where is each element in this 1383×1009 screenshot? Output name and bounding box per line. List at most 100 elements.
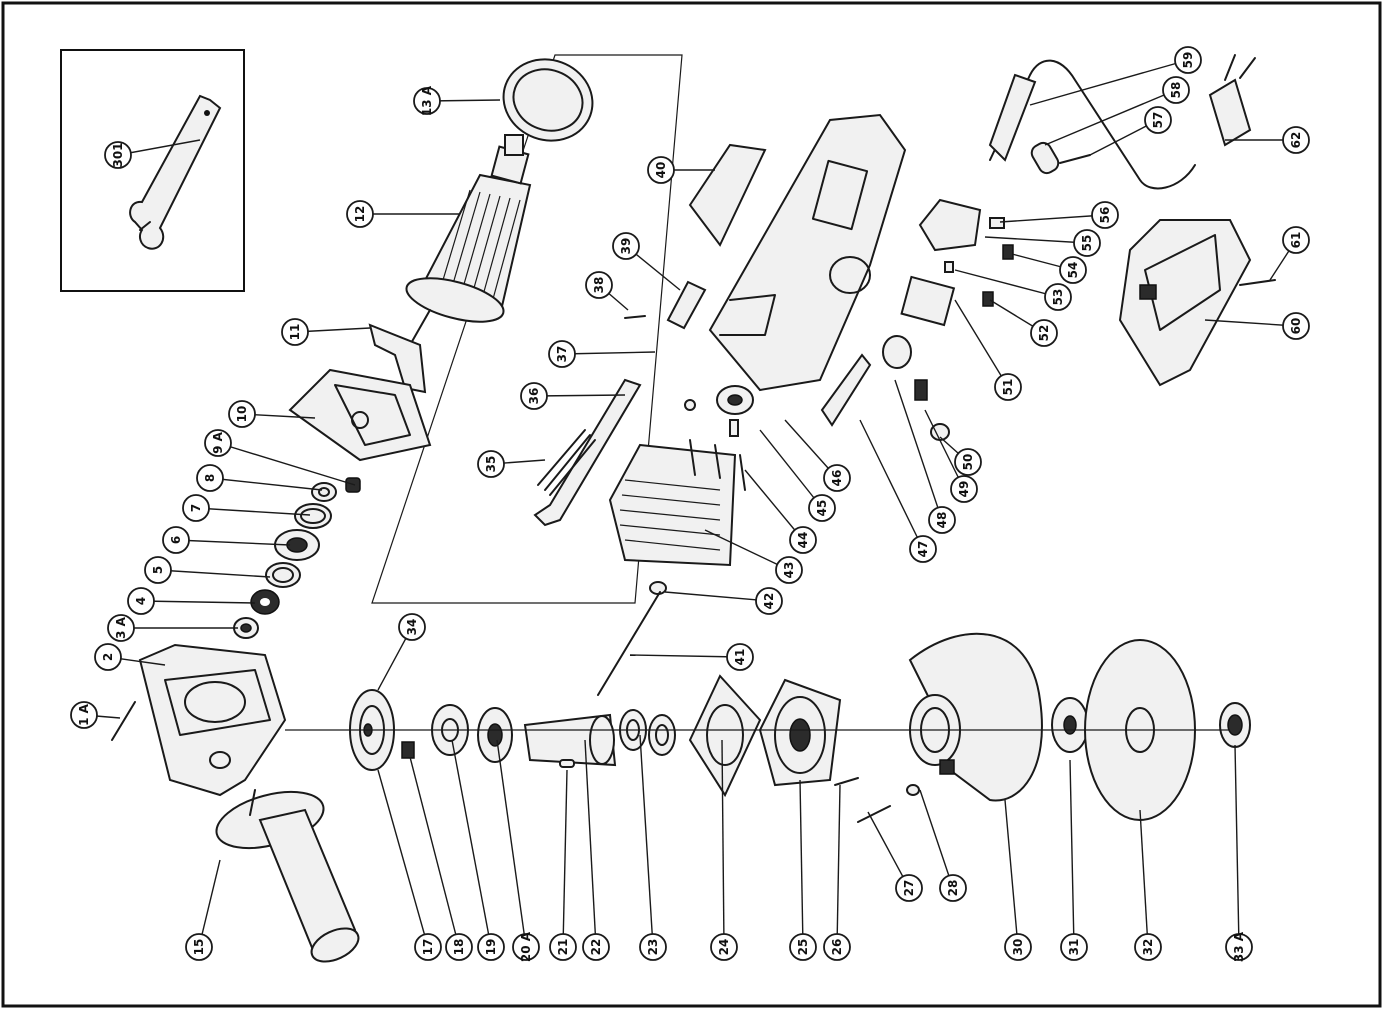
leader-c28 (919, 789, 954, 889)
brush-49 (914, 379, 928, 401)
callout-label: 54 (1066, 262, 1080, 279)
callout-c62: 62 (1282, 126, 1310, 154)
callout-label: 17 (421, 939, 435, 956)
callout-circle (127, 587, 155, 615)
callout-c25: 25 (789, 933, 817, 961)
callout-c60: 60 (1282, 312, 1310, 340)
callout-label: 3 A (114, 616, 128, 639)
brush-cap-48 (882, 335, 912, 369)
callout-label: 55 (1080, 235, 1094, 252)
callout-c22: 22 (582, 933, 610, 961)
spring-35 (537, 429, 596, 496)
callout-c2: 2 (94, 643, 122, 671)
leader-c49 (924, 409, 965, 490)
callout-c35: 35 (477, 450, 505, 478)
callout-circle (612, 232, 640, 260)
callout-label: 51 (1001, 379, 1015, 396)
callout-label: 42 (762, 593, 776, 610)
leader-c7 (195, 507, 311, 516)
callout-label: 59 (1181, 52, 1195, 69)
leader-c19 (451, 739, 492, 948)
terminal-56 (989, 217, 1005, 229)
leader-c55 (984, 236, 1088, 244)
leader-c22 (584, 739, 597, 948)
callout-c7: 7 (182, 494, 210, 522)
callout-c53: 53 (1044, 283, 1072, 311)
callout-circle (789, 526, 817, 554)
pin-44 (729, 419, 739, 437)
washer-28 (906, 784, 920, 796)
callout-label: 5 (151, 566, 165, 574)
pinion-4 (250, 589, 280, 615)
callout-circle (582, 933, 610, 961)
callout-circle (823, 933, 851, 961)
callout-label: 4 (134, 597, 148, 605)
callout-circle (1091, 201, 1119, 229)
callout-label: 20 A (519, 931, 533, 962)
callout-label: 56 (1098, 207, 1112, 224)
leader-c5 (157, 569, 271, 578)
washer-8 (311, 482, 337, 502)
callout-circle (585, 271, 613, 299)
plug-62 (1208, 54, 1256, 147)
callout-c1a: 1 A (70, 701, 98, 729)
callout-circle (939, 874, 967, 902)
callout-circle (755, 587, 783, 615)
callout-c48: 48 (928, 506, 956, 534)
callout-circle (909, 535, 937, 563)
callout-label: 25 (796, 939, 810, 956)
switch-cover-60 (1118, 219, 1252, 387)
leader-c23 (639, 734, 654, 948)
callout-label: 21 (556, 939, 570, 956)
callout-label: 46 (830, 470, 844, 487)
screw-26 (834, 777, 859, 786)
callout-circle (477, 450, 505, 478)
callout-c10: 10 (228, 400, 256, 428)
ring-5 (265, 562, 301, 588)
callout-circle (808, 494, 836, 522)
callout-circle (549, 933, 577, 961)
leader-c43 (704, 529, 790, 571)
callout-label: 15 (192, 939, 206, 956)
callout-label: 45 (815, 500, 829, 517)
callout-label: 33 A (1232, 931, 1246, 962)
callout-circle (414, 933, 442, 961)
leader-c17 (377, 769, 429, 948)
callout-circle (1282, 312, 1310, 340)
callout-c27: 27 (895, 874, 923, 902)
callout-c42: 42 (755, 587, 783, 615)
callout-label: 37 (555, 346, 569, 363)
brush-37 (684, 399, 696, 411)
callout-circle (107, 614, 135, 642)
callout-c39: 39 (612, 232, 640, 260)
callout-circle (162, 526, 190, 554)
leader-c6 (175, 539, 291, 546)
callout-label: 2 (101, 653, 115, 661)
callout-c13a: 13 A (413, 85, 441, 116)
leader-c59 (1029, 59, 1189, 106)
callout-c11: 11 (281, 318, 309, 346)
callout-circle (954, 448, 982, 476)
callout-c37: 37 (548, 340, 576, 368)
callout-circle (512, 933, 540, 961)
callout-circle (548, 340, 576, 368)
callout-circle (994, 373, 1022, 401)
inner-cover-10 (288, 368, 432, 462)
callout-label: 61 (1289, 232, 1303, 249)
side-handle-15 (215, 789, 360, 963)
callout-c4: 4 (127, 587, 155, 615)
callout-label: 58 (1169, 82, 1183, 99)
callout-circle (1044, 283, 1072, 311)
callout-label: 8 (203, 474, 217, 482)
callout-circle (726, 643, 754, 671)
callout-circle (1144, 106, 1172, 134)
callout-c301: 301 (104, 141, 132, 169)
leader-c27 (867, 811, 910, 889)
callout-label: 11 (288, 324, 302, 341)
callout-c31: 31 (1060, 933, 1088, 961)
screw-41 (597, 591, 661, 696)
leader-c53 (954, 269, 1059, 298)
ring-7 (294, 503, 332, 529)
callout-c49: 49 (950, 475, 978, 503)
